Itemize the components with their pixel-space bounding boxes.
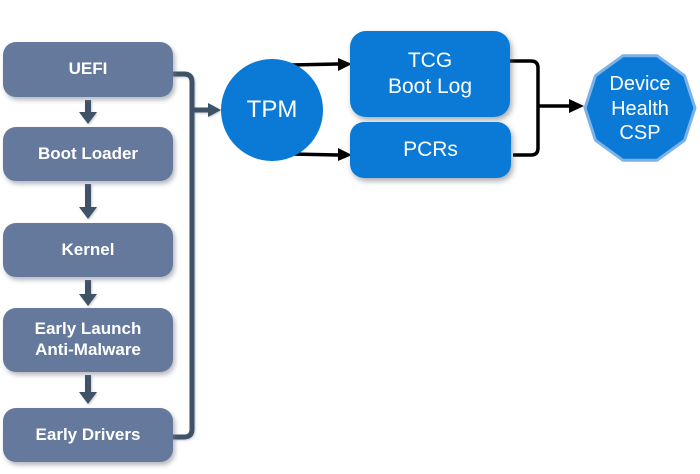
node-boot-loader-label: Boot Loader: [37, 143, 139, 163]
node-tpm: TPM: [221, 59, 323, 161]
arrowhead-into-tpm-icon: [208, 103, 221, 117]
node-early-drivers: Early Drivers: [3, 408, 173, 462]
node-tcg-boot-log: TCG Boot Log: [350, 31, 510, 117]
arrowhead-into-csp-icon: [569, 99, 584, 113]
arrow-tpm-to-pcrs-icon: [290, 148, 352, 161]
arrow-tpm-to-tcg-boot-log-icon: [290, 58, 352, 71]
node-boot-loader: Boot Loader: [3, 127, 173, 181]
connector-logs-to-device-health-csp: [509, 59, 584, 157]
node-uefi: UEFI: [3, 42, 173, 97]
node-elam-label: Early Launch Anti-Malware: [34, 319, 142, 359]
arrow-boot-loader-to-kernel-icon: [79, 184, 97, 219]
node-early-launch-anti-malware: Early Launch Anti-Malware: [3, 308, 173, 372]
connector-boot-chain-to-tpm: [173, 71, 221, 440]
node-kernel-label: Kernel: [61, 239, 115, 259]
node-tpm-label: TPM: [246, 96, 298, 124]
boot-chain-rail-line: [173, 71, 195, 440]
node-pcrs-label: PCRs: [403, 138, 458, 162]
node-early-drivers-label: Early Drivers: [35, 424, 141, 444]
device-health-csp-shape: [583, 54, 697, 162]
node-kernel: Kernel: [3, 223, 173, 277]
arrow-kernel-to-elam-icon: [79, 280, 97, 306]
arrow-elam-to-early-drivers-icon: [79, 375, 97, 404]
node-pcrs: PCRs: [350, 122, 511, 178]
node-tcg-boot-log-label: TCG Boot Log: [387, 49, 473, 98]
node-uefi-label: UEFI: [68, 59, 108, 79]
node-device-health-csp-label: Device Health CSP: [609, 73, 671, 145]
arrow-uefi-to-boot-loader-icon: [79, 100, 97, 124]
node-device-health-csp: Device Health CSP: [588, 72, 692, 146]
